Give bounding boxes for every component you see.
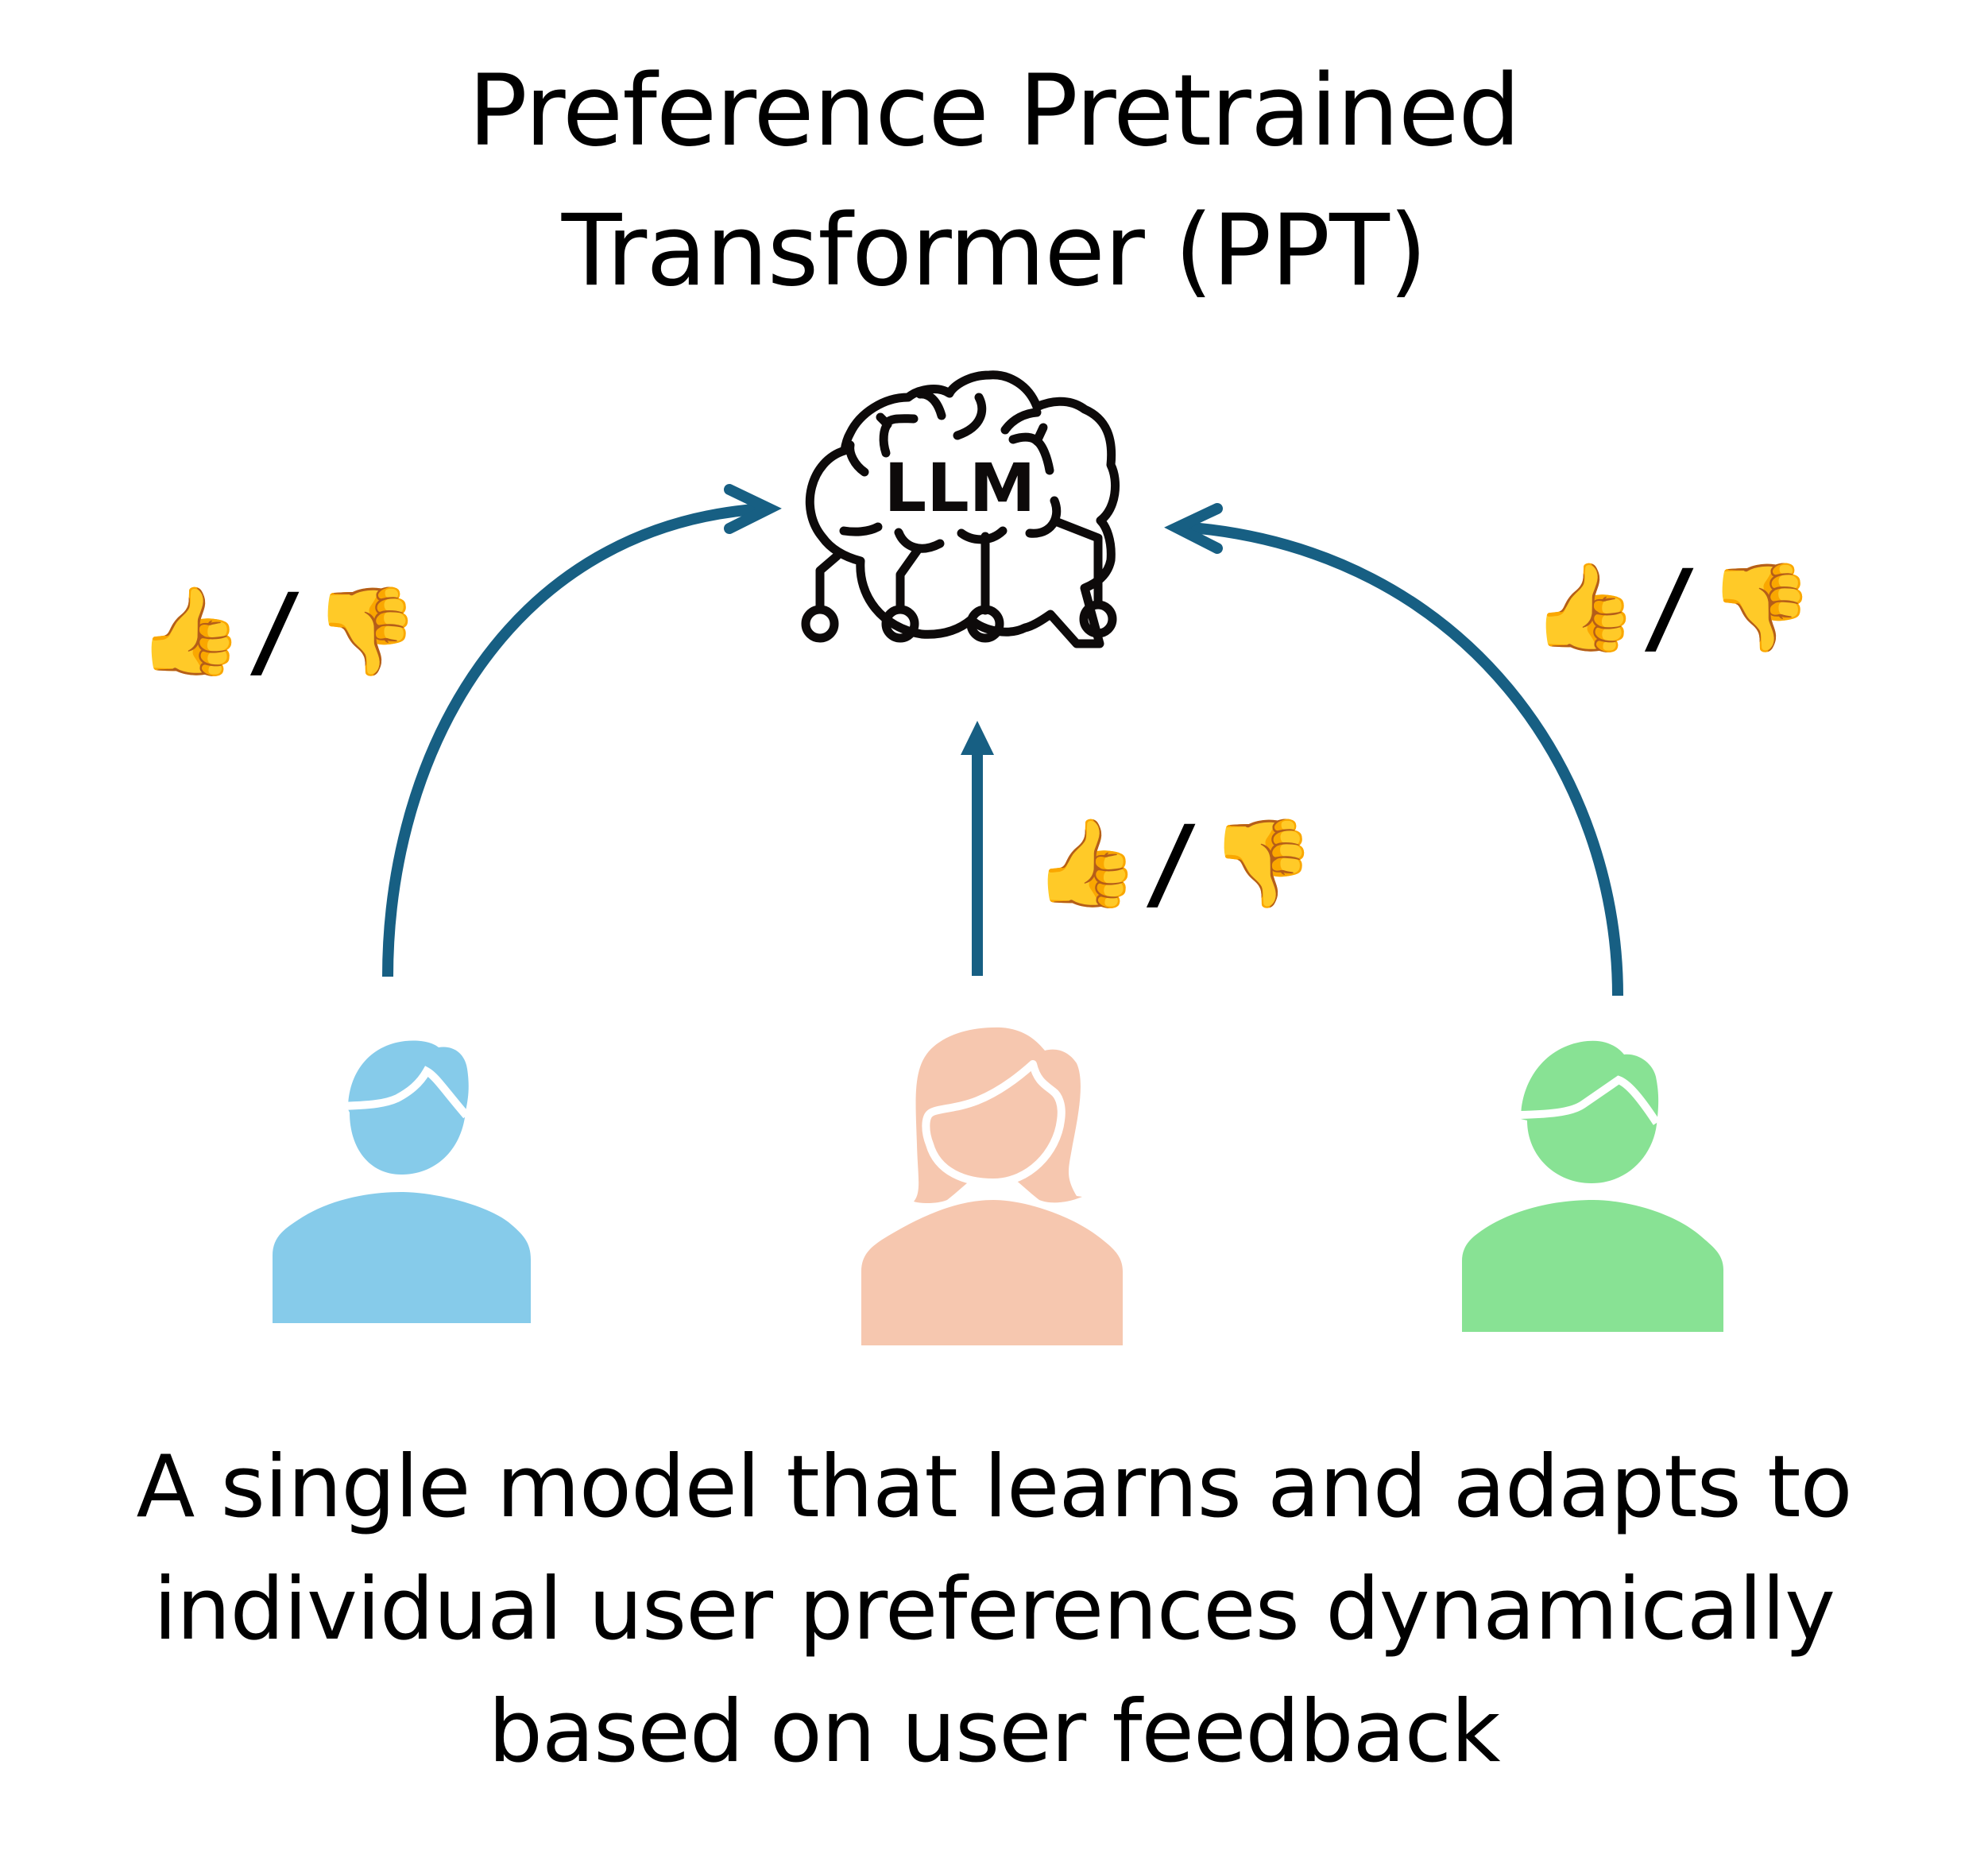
title-line-2: Transformer (PPT) (561, 194, 1428, 308)
feedback-group-left: 👍 / 👎 (137, 572, 420, 691)
separator-slash: / (248, 572, 302, 691)
title-line-1: Preference Pretrained (468, 54, 1521, 168)
separator-slash: / (1144, 804, 1198, 923)
caption-line-1: A single model that learns and adapts to (136, 1438, 1852, 1537)
user-avatar-right (1462, 1040, 1723, 1332)
user-avatar-left (273, 1040, 531, 1323)
caption-line-3: based on user feedback (488, 1682, 1500, 1782)
right-arrowhead (1164, 503, 1223, 554)
left-arrowhead (724, 484, 782, 534)
thumbs-up-icon: 👍 (137, 582, 244, 681)
separator-slash: / (1642, 548, 1696, 667)
diagram-caption: A single model that learns and adapts to… (0, 1426, 1988, 1794)
left-arc-arrow (382, 503, 765, 977)
thumbs-down-icon: 👎 (1708, 558, 1815, 657)
llm-label: LLM (884, 449, 1036, 527)
diagram-title: Preference Pretrained Transformer (PPT) (0, 41, 1988, 321)
feedback-group-center: 👍 / 👎 (1033, 804, 1317, 923)
user-avatar-center (861, 1027, 1123, 1345)
thumbs-down-icon: 👎 (1209, 814, 1317, 913)
thumbs-up-icon: 👍 (1531, 558, 1638, 657)
feedback-arrows (382, 484, 1623, 997)
right-arc-arrow (1182, 521, 1623, 997)
feedback-group-right: 👍 / 👎 (1531, 548, 1815, 667)
thumbs-down-icon: 👎 (313, 582, 420, 681)
center-arrowhead (961, 721, 994, 755)
llm-brain-icon (801, 370, 1120, 648)
thumbs-up-icon: 👍 (1033, 814, 1140, 913)
caption-line-2: individual user preferences dynamically (153, 1560, 1835, 1659)
